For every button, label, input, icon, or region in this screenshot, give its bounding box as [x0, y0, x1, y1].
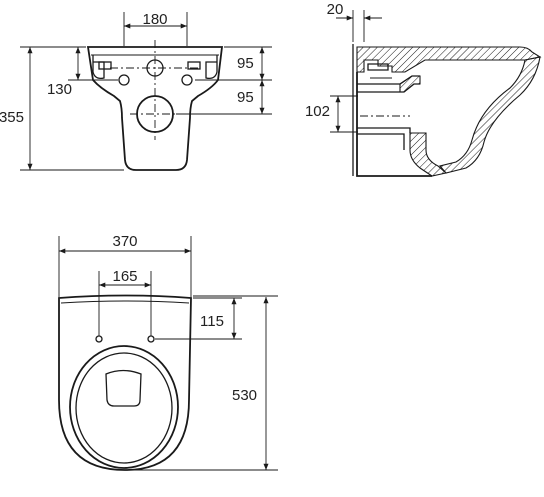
side-view: 20 102 — [305, 1, 542, 177]
dim-top-hole-spacing: 165 — [112, 268, 137, 285]
bowl-opening — [69, 345, 179, 469]
dim-side-wall-offset: 20 — [327, 1, 344, 18]
dim-top-total-length: 530 — [232, 387, 257, 404]
dim-front-top-width: 180 — [142, 11, 167, 28]
top-left-hole — [95, 335, 103, 343]
top-view-outline — [58, 294, 192, 471]
dim-front-lower-spacing: 95 — [237, 89, 254, 106]
front-view-outline — [86, 46, 224, 171]
top-right-hole — [147, 335, 155, 343]
front-left-hole — [118, 74, 130, 86]
dim-side-drain-height: 102 — [305, 103, 330, 120]
dim-top-hole-depth: 115 — [200, 313, 224, 330]
front-right-hole — [181, 74, 193, 86]
dim-front-total-height: 355 — [0, 109, 24, 126]
front-view: 180 95 95 130 355 — [0, 11, 272, 171]
top-view: 370 165 115 530 — [58, 233, 278, 471]
dim-front-upper-spacing: 95 — [237, 55, 254, 72]
dim-front-hole-height: 130 — [47, 81, 72, 98]
dim-top-width: 370 — [112, 233, 137, 250]
flush-rim-element — [105, 369, 142, 407]
